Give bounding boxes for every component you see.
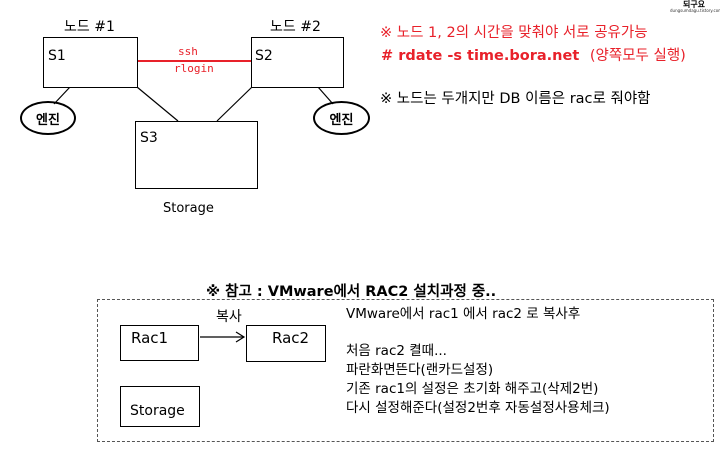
note-db-name: ※ 노드는 두개지만 DB 이름은 rac로 줘야함 [380,91,651,107]
rdate-note: (양쪽모두 실행) [589,48,686,64]
storage-box: Storage [120,386,200,427]
rac2-box: Rac2 [246,325,326,362]
rdate-command: # rdate -s time.bora.net [381,48,580,64]
storage-label: Storage [130,403,185,419]
s1-server-box: S1 [43,37,138,88]
s2-server-box: S2 [251,37,344,88]
logo-text: 되구요 [682,0,706,9]
note-time-sync: ※ 노드 1, 2의 시간을 맞춰야 서로 공유가능 [380,25,648,41]
node1-label: 노드 #1 [64,19,115,35]
node2-label: 노드 #2 [270,19,321,35]
blog-logo: 되구요 dungsumdagu.tistory.com [670,0,720,19]
s2-label: S2 [255,48,273,64]
desc-line-5: 다시 설정해준다(설정2번후 자동설정사용체크) [346,399,610,416]
rac1-box: Rac1 [120,325,199,361]
engine-left: 엔진 [20,101,76,135]
rac2-label: Rac2 [272,329,310,347]
reference-box [97,299,714,442]
reference-description: VMware에서 rac1 에서 rac2 로 복사후 처음 rac2 켤때..… [346,305,610,417]
desc-line-2: 처음 rac2 켤때... [346,342,447,359]
s2-s3-link [216,86,253,122]
storage-caption: Storage [163,201,214,216]
rlogin-label: rlogin [174,62,214,75]
desc-line-3: 파란화면뜬다(랜카드설정) [346,361,494,378]
s1-s3-link [136,86,179,122]
desc-line-1: VMware에서 rac1 에서 rac2 로 복사후 [346,306,581,322]
copy-arrowhead [235,331,246,343]
s3-label: S3 [140,130,158,146]
engine-right: 엔진 [313,101,370,135]
rac1-label: Rac1 [131,329,169,347]
logo-url: dungsumdagu.tistory.com [670,8,720,13]
copy-label: 복사 [216,309,242,325]
s1-label: S1 [48,48,66,64]
ssh-label: ssh [178,45,198,58]
reference-title: ※ 참고 : VMware에서 RAC2 설치과정 중.. [206,284,497,300]
note-rdate: # rdate -s time.bora.net (양쪽모두 실행) [381,44,686,65]
s3-storage-box: S3 [135,121,258,189]
desc-line-4: 기존 rac1의 설정은 초기화 해주고(삭제2번) [346,380,599,397]
